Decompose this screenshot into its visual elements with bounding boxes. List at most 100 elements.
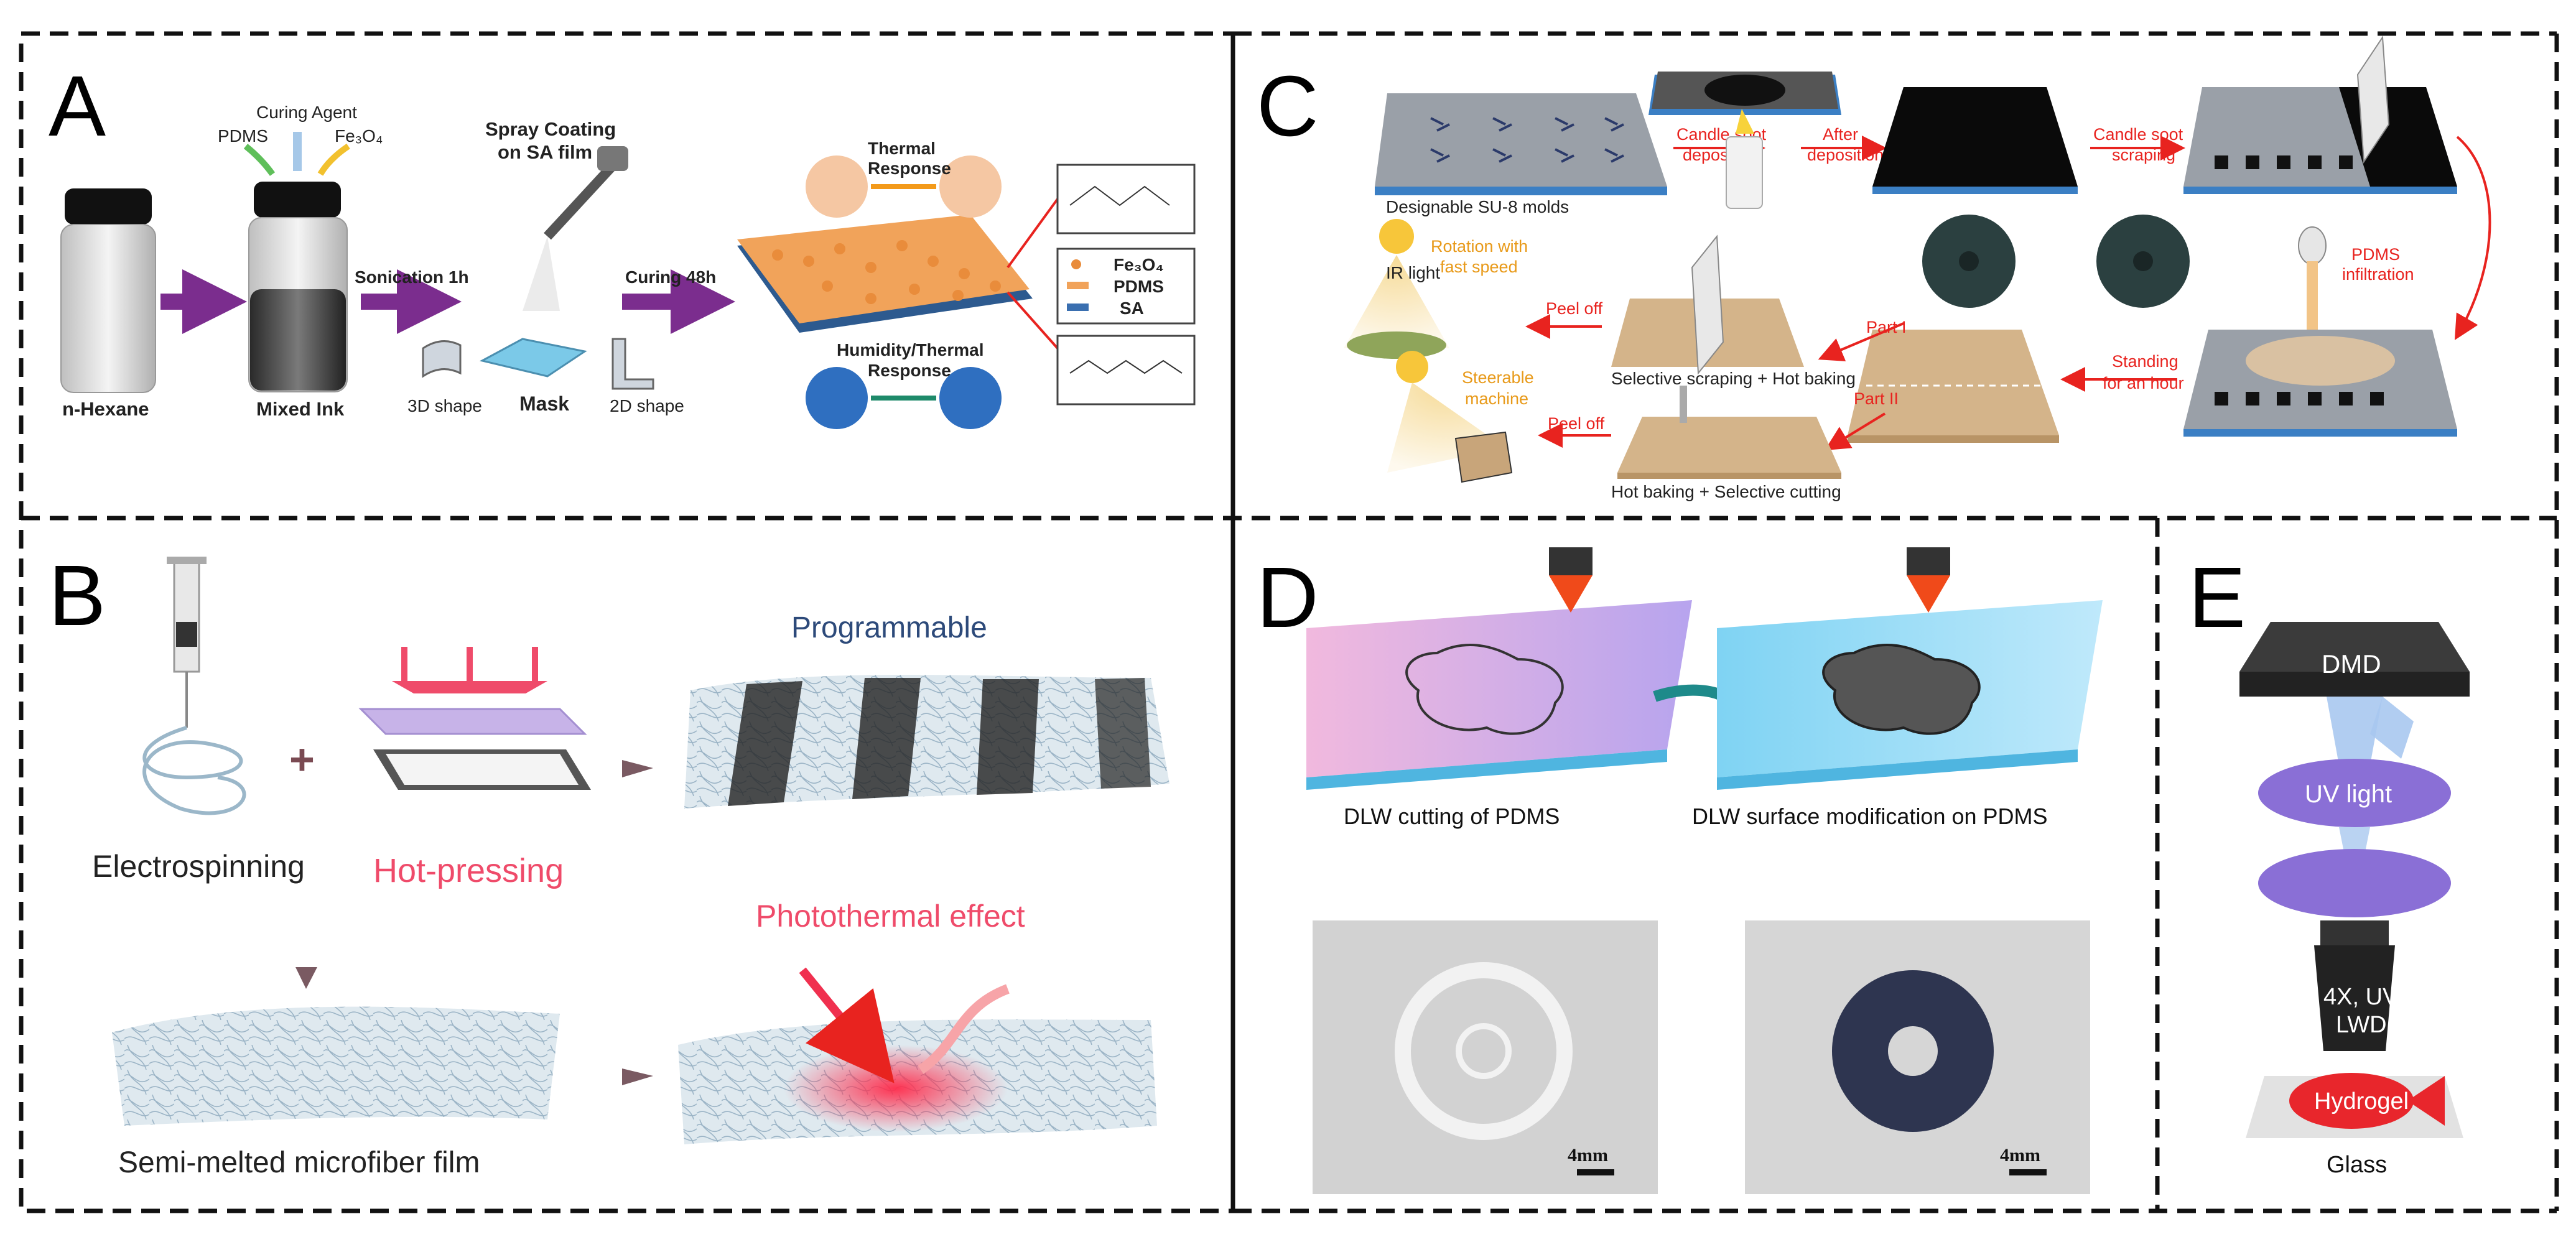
beam-1	[2327, 697, 2383, 765]
label-response2: Response	[868, 361, 951, 380]
arrow-b3	[622, 1068, 653, 1085]
infiltrated-mold	[2183, 330, 2457, 437]
programmable-film	[684, 675, 1169, 809]
label-thermal: Thermal	[868, 139, 936, 158]
zoom-line-bottom	[1007, 291, 1059, 350]
panel-d: D DLW cutting of PDMS DLW surface modifi…	[1257, 547, 2103, 1194]
label-part1: Part I	[1866, 318, 1907, 336]
scale-label-2: 4mm	[2000, 1145, 2040, 1166]
sa-structure-box	[1056, 335, 1196, 406]
label-dlw-surface: DLW surface modification on PDMS	[1692, 804, 2048, 829]
panel-borders	[19, 31, 2559, 1213]
legend-sa: SA	[1120, 299, 1144, 318]
legend-fe3o4: Fe₃O₄	[1114, 255, 1164, 274]
label-infiltration: infiltration	[2342, 265, 2414, 284]
label-sonication: Sonication 1h	[355, 267, 469, 287]
panel-c: C Designable SU-8 molds Candle soot depo…	[1257, 35, 2491, 501]
su8-mold	[1375, 93, 1667, 195]
shape-3d	[422, 340, 462, 378]
steerable-machine	[1387, 351, 1513, 483]
panel-b: B Electrospinning + Hot-pressing Program…	[49, 548, 1169, 1179]
label-peel-off2: Peel off	[1548, 414, 1605, 433]
label-objective1: 4X, UV	[2323, 984, 2399, 1010]
objective-body	[2314, 945, 2395, 1051]
panel-letter-c: C	[1257, 58, 1319, 154]
selective-scraping	[1611, 234, 1804, 375]
vial-hexane	[60, 188, 156, 393]
objective-top	[2320, 920, 2389, 945]
label-designable: Designable SU-8 molds	[1386, 197, 1569, 216]
label-response: Response	[868, 159, 951, 178]
label-3d-shape: 3D shape	[407, 396, 482, 415]
mask-shape	[479, 338, 587, 378]
scale-bar-2	[2009, 1169, 2047, 1175]
second-lens	[2258, 849, 2451, 917]
cut-pdms	[1617, 386, 1841, 479]
label-fe3o4-top: Fe₃O₄	[335, 126, 383, 146]
label-after: After	[1823, 125, 1858, 144]
vial-mixed-ink	[248, 182, 348, 392]
panel-a: A Curing Agent PDMS Fe₃O₄ Sonication 1h …	[49, 58, 1196, 429]
syringe	[142, 557, 246, 815]
rotor-center-2	[2133, 251, 2153, 271]
rotor-center-1	[1959, 251, 1979, 271]
label-pdms: PDMS	[218, 126, 268, 146]
label-rotation: Rotation with	[1431, 237, 1528, 256]
plus-sign: +	[289, 735, 315, 784]
label-selective: Selective scraping + Hot baking	[1611, 369, 1856, 388]
scale-bar-1	[1577, 1169, 1614, 1175]
label-2d-shape: 2D shape	[610, 396, 684, 415]
label-spray2: on SA film	[498, 141, 592, 163]
arrow-b2	[295, 967, 317, 989]
label-glass: Glass	[2327, 1152, 2387, 1178]
scraped-mold	[2183, 35, 2457, 194]
spray-gun	[523, 146, 628, 311]
black-mold-base	[1872, 187, 2078, 194]
arrow-c4	[2454, 136, 2491, 340]
pdms-stream	[243, 144, 276, 176]
dlw-cutting-diagram	[1306, 547, 1692, 790]
legend-pdms: PDMS	[1114, 277, 1164, 296]
label-steerable: Steerable	[1462, 368, 1534, 387]
label-curing: Curing 48h	[625, 267, 716, 287]
label-dlw-cutting: DLW cutting of PDMS	[1344, 804, 1560, 829]
label-spray: Spray Coating	[485, 118, 616, 140]
label-candle-soot2: Candle soot	[2093, 125, 2183, 144]
hot-press	[358, 647, 591, 790]
arrow-c6	[1818, 322, 1904, 361]
baked-pdms	[1848, 330, 2059, 443]
label-pdms: PDMS	[2351, 245, 2400, 264]
legend-sa-swatch	[1067, 304, 1089, 311]
photothermal-film	[678, 967, 1157, 1144]
semi-melted-film	[112, 1006, 560, 1126]
panel-letter-e: E	[2188, 550, 2246, 646]
panel-letter-a: A	[49, 58, 106, 154]
black-mold	[1872, 87, 2078, 187]
label-mixed-ink: Mixed Ink	[256, 398, 345, 420]
cut-pdms-hole	[1456, 1023, 1512, 1079]
label-machine: machine	[1465, 389, 1528, 408]
humidity-circle-left	[806, 367, 868, 429]
sa-structure	[1069, 359, 1183, 374]
label-curing-agent: Curing Agent	[256, 103, 357, 122]
hydrogel-fish-tail	[2407, 1076, 2445, 1126]
thermal-circle-right	[939, 155, 1002, 218]
legend-pdms-swatch	[1067, 282, 1089, 289]
label-peel-off1: Peel off	[1546, 299, 1603, 318]
modified-gear-hole	[1888, 1026, 1938, 1076]
fe3o4-stream	[317, 143, 350, 176]
label-hexane: n-Hexane	[62, 398, 149, 420]
pdms-structure	[1069, 185, 1170, 206]
shape-2d	[611, 338, 654, 390]
humidity-circle-right	[939, 367, 1002, 429]
uv-lens	[2258, 759, 2451, 827]
label-mask: Mask	[519, 392, 569, 415]
label-photothermal: Photothermal effect	[756, 899, 1025, 934]
label-hot-baking: Hot baking + Selective cutting	[1611, 482, 1841, 501]
hydrogel-fish	[2289, 1073, 2414, 1129]
cut-pdms-gear	[1395, 962, 1573, 1140]
candle-deposition	[1648, 72, 1841, 209]
label-programmable: Programmable	[791, 611, 987, 644]
coated-film	[737, 215, 1033, 333]
